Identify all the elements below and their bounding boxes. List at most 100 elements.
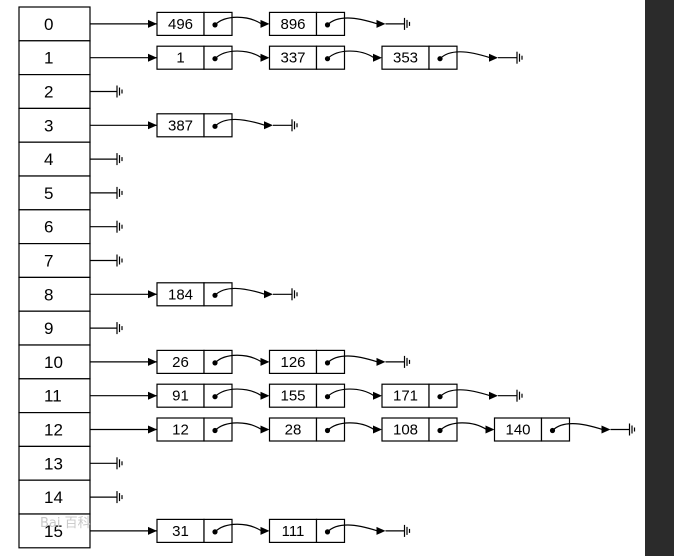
null-terminator-icon (403, 524, 411, 537)
pointer-arrowhead (148, 357, 157, 366)
pointer-arrowhead (148, 290, 157, 299)
bucket-index-label: 14 (44, 488, 63, 507)
next-arrowhead (373, 53, 382, 62)
next-pointer-curve (439, 51, 491, 60)
bucket-index-label: 6 (44, 218, 53, 237)
bucket-cell (18, 513, 91, 549)
bucket-cell (18, 6, 91, 42)
list-node: 108 (381, 417, 495, 442)
diagram-panel (0, 0, 645, 556)
list-node: 896 (268, 11, 411, 36)
null-arrowhead (601, 425, 611, 434)
bucket-cell (18, 73, 91, 109)
pointer-arrowhead (148, 19, 157, 28)
node-value-label: 31 (172, 523, 189, 540)
node-value-label: 496 (168, 16, 193, 33)
node-pointer-box (428, 417, 458, 442)
node-pointer-box (203, 282, 233, 307)
next-arrowhead (373, 391, 382, 400)
node-pointer-box (315, 11, 346, 36)
node-pointer-box (428, 45, 458, 70)
next-arrowhead (260, 526, 270, 535)
next-pointer-curve (214, 16, 262, 26)
bucket-index-label: 11 (44, 387, 62, 406)
watermark: Bai 百科 (40, 516, 91, 531)
next-pointer-curve (439, 422, 487, 431)
list-node: 155 (268, 383, 382, 408)
next-pointer-curve (439, 389, 491, 398)
node-value-label: 184 (168, 286, 193, 303)
next-arrowhead (485, 425, 495, 434)
null-terminator-icon (116, 153, 123, 166)
bucket-index-label: 7 (44, 252, 53, 271)
node-value-label: 171 (393, 388, 418, 405)
node-pointer-box (203, 113, 233, 138)
next-arrowhead (373, 425, 382, 434)
node-value-label: 155 (280, 388, 305, 405)
node-pointer-box (428, 383, 458, 408)
node-value-label: 140 (505, 422, 530, 439)
next-pointer-curve (552, 423, 603, 431)
null-terminator-icon (116, 457, 123, 470)
next-pointer-curve (214, 354, 262, 364)
null-terminator-icon (516, 51, 523, 64)
node-pointer-box (203, 45, 233, 70)
node-value-label: 896 (280, 16, 305, 33)
node-value-label: 353 (393, 50, 418, 67)
next-pointer-curve (327, 50, 375, 60)
null-terminator-icon (116, 254, 123, 267)
null-terminator-icon (116, 220, 123, 233)
node-value-label: 12 (172, 422, 189, 439)
list-node: 31 (156, 518, 270, 544)
bucket-cell (18, 107, 91, 143)
bucket-cell (18, 175, 91, 211)
null-arrowhead (489, 391, 498, 400)
bucket-index-label: 1 (44, 49, 53, 68)
bucket-cell (18, 40, 91, 76)
list-node: 496 (156, 11, 270, 36)
next-pointer-curve (327, 422, 375, 431)
node-pointer-box (203, 349, 233, 374)
list-node: 353 (381, 45, 523, 70)
next-pointer-curve (327, 355, 378, 364)
list-node: 111 (268, 518, 411, 544)
null-arrowhead (376, 357, 386, 366)
null-terminator-icon (116, 491, 123, 504)
next-pointer-curve (214, 523, 262, 533)
bucket-cell (18, 378, 91, 414)
bucket-index-label: 0 (44, 15, 53, 34)
next-pointer-curve (327, 524, 378, 533)
pointer-arrowhead (148, 53, 157, 62)
node-value-label: 337 (280, 50, 305, 67)
node-value-label: 91 (172, 388, 189, 405)
node-pointer-box (540, 417, 571, 442)
list-node: 1 (156, 45, 270, 70)
null-terminator-icon (291, 119, 298, 132)
bucket-index-label: 12 (44, 421, 63, 440)
bucket-cell (18, 243, 91, 279)
node-pointer-box (203, 417, 233, 442)
bucket-index-label: 5 (44, 184, 53, 203)
bucket-index-label: 15 (44, 522, 63, 541)
list-node: 26 (156, 349, 270, 374)
null-terminator-icon (628, 423, 636, 436)
next-pointer-curve (327, 388, 375, 398)
bucket-cell (18, 141, 91, 177)
bucket-index-label: 8 (44, 285, 53, 304)
node-value-label: 1 (176, 50, 184, 67)
null-terminator-icon (403, 17, 411, 30)
list-node: 28 (268, 417, 382, 442)
node-pointer-box (315, 518, 346, 544)
null-terminator-icon (516, 389, 523, 402)
bucket-index-label: 9 (44, 319, 53, 338)
node-pointer-box (203, 11, 233, 36)
null-terminator-icon (116, 322, 123, 335)
list-node: 126 (268, 349, 411, 374)
node-value-label: 26 (172, 354, 189, 371)
next-arrowhead (260, 357, 270, 366)
bucket-index-label: 2 (44, 83, 53, 102)
null-terminator-icon (116, 186, 123, 199)
list-node: 12 (156, 417, 270, 442)
null-arrowhead (264, 290, 273, 299)
